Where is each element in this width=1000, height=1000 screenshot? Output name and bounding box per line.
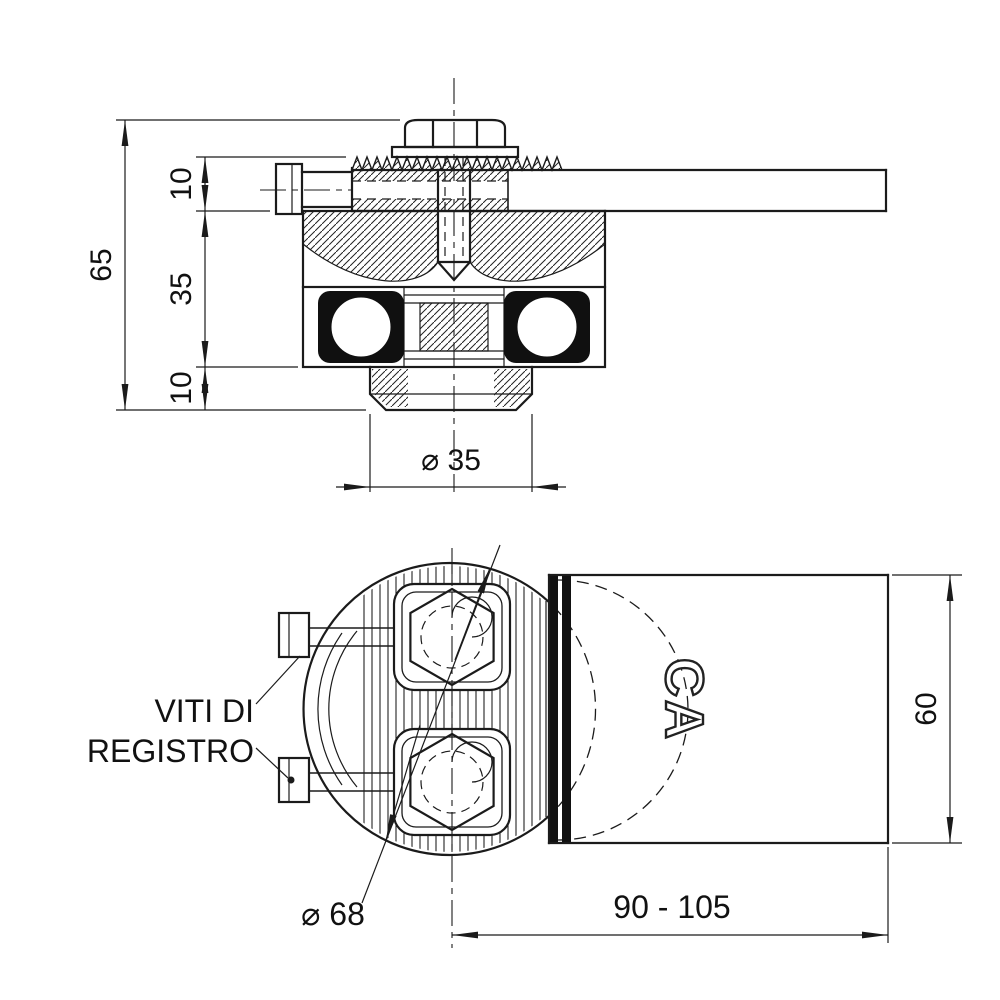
leader-top-screw bbox=[255, 655, 301, 705]
dimension-60: 60 bbox=[892, 574, 962, 844]
dimension-90-105: 90 - 105 bbox=[452, 847, 889, 943]
dim-35: 35 bbox=[165, 272, 198, 305]
dim-90-105: 90 - 105 bbox=[613, 889, 730, 925]
bearing-ball-left bbox=[330, 296, 392, 358]
adjuster-screw-top-plan bbox=[277, 611, 394, 659]
gate-arm-plan bbox=[547, 573, 890, 845]
bearing-housing bbox=[301, 157, 607, 289]
hidden-post-arc bbox=[557, 579, 689, 841]
ball-bearing-section bbox=[301, 285, 607, 369]
dim-10-top: 10 bbox=[165, 167, 198, 200]
label-registro: REGISTRO bbox=[87, 733, 254, 769]
dim-10-bottom: 10 bbox=[165, 371, 198, 404]
dimension-diameter-68: ⌀ 68 bbox=[301, 544, 501, 932]
adjuster-screw-bottom-plan bbox=[277, 756, 394, 804]
adjuster-screw-side bbox=[274, 162, 354, 216]
clamp-band bbox=[549, 576, 571, 842]
dim-diameter-68: ⌀ 68 bbox=[301, 896, 365, 932]
dim-60: 60 bbox=[910, 692, 943, 725]
bearing-ball-right bbox=[516, 296, 578, 358]
dim-diameter-35: ⌀ 35 bbox=[421, 444, 481, 477]
dimension-diameter-35: ⌀ 35 bbox=[336, 414, 566, 492]
bolt-shank bbox=[436, 157, 472, 282]
bottom-pin-flange bbox=[368, 365, 534, 412]
dimension-chain-left: 10 35 10 65 bbox=[85, 119, 400, 411]
side-view: 10 35 10 65 ⌀ 35 bbox=[85, 78, 888, 492]
bolt-washer bbox=[390, 145, 520, 159]
hex-bolt-head bbox=[390, 118, 520, 159]
label-viti-di: VITI DI bbox=[154, 693, 254, 729]
shaft-section bbox=[419, 302, 489, 352]
gate-arm bbox=[350, 166, 888, 213]
serrated-plate bbox=[350, 155, 564, 172]
hidden-body-arc bbox=[552, 605, 597, 813]
plan-view: CA bbox=[87, 544, 962, 948]
leader-dot bbox=[287, 776, 295, 784]
dim-65: 65 bbox=[85, 248, 118, 281]
brand-logo: CA bbox=[654, 658, 714, 742]
viti-di-registro-label: VITI DI REGISTRO bbox=[87, 655, 301, 784]
round-body bbox=[302, 561, 597, 857]
leader-bottom-screw bbox=[255, 747, 289, 779]
